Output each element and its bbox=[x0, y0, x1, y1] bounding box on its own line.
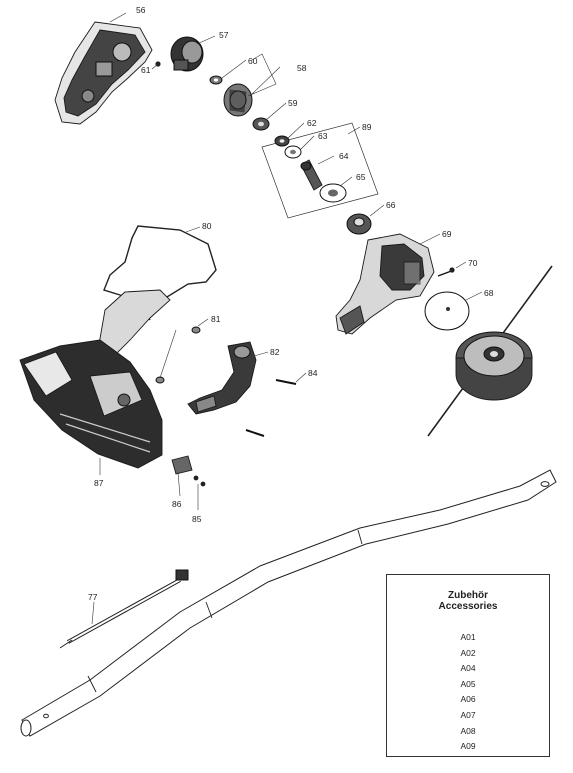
callout-60: 60 bbox=[248, 56, 258, 66]
accessory-item: A01 bbox=[460, 632, 476, 642]
callout-61: 61 bbox=[141, 65, 151, 75]
callout-69: 69 bbox=[442, 229, 452, 239]
callout-labels: 56 57 61 60 58 59 89 62 63 64 65 66 80 6… bbox=[88, 5, 494, 602]
part-70-screw bbox=[437, 267, 455, 277]
callout-59: 59 bbox=[288, 98, 298, 108]
accessories-title-en: Accessories bbox=[438, 601, 498, 612]
part-64-shaft bbox=[300, 159, 323, 191]
accessory-item: A08 bbox=[460, 725, 476, 736]
part-69-gear-housing bbox=[335, 233, 435, 335]
leader-lines bbox=[91, 12, 483, 625]
callout-89: 89 bbox=[362, 122, 372, 132]
part-57-motor bbox=[170, 36, 204, 72]
accessories-box: Zubehör Accessories A01 A02 A04 A05 A06 … bbox=[386, 574, 550, 757]
callout-84: 84 bbox=[308, 368, 318, 378]
accessories-title-de: Zubehör bbox=[448, 590, 488, 601]
part-59-bearing bbox=[252, 117, 270, 131]
callout-86: 86 bbox=[172, 499, 182, 509]
accessories-list: A01 A02 A04 A05 A06 A07 A08 A09 bbox=[387, 630, 549, 755]
callout-80: 80 bbox=[202, 221, 212, 231]
callout-70: 70 bbox=[468, 258, 478, 268]
part-56-motor-housing bbox=[54, 21, 153, 125]
callout-87: 87 bbox=[94, 478, 104, 488]
part-84-bolt bbox=[245, 379, 297, 437]
callout-81: 81 bbox=[211, 314, 221, 324]
part-87-guard bbox=[19, 289, 171, 469]
accessory-item: A09 bbox=[460, 741, 476, 752]
callout-65: 65 bbox=[356, 172, 366, 182]
main-shaft bbox=[20, 469, 557, 737]
callout-63: 63 bbox=[318, 131, 328, 141]
callout-66: 66 bbox=[386, 200, 396, 210]
part-86-bracket bbox=[171, 455, 193, 475]
callout-68: 68 bbox=[484, 288, 494, 298]
part-85-screw bbox=[193, 475, 206, 487]
accessory-item: A05 bbox=[460, 678, 476, 689]
part-68-cover-disk bbox=[424, 291, 470, 331]
part-60-washer bbox=[209, 75, 223, 85]
callout-85: 85 bbox=[192, 514, 202, 524]
part-66-nut bbox=[346, 213, 372, 235]
callout-64: 64 bbox=[339, 151, 349, 161]
accessory-item: A04 bbox=[460, 663, 476, 674]
part-89-kit-frame bbox=[261, 122, 379, 219]
callout-82: 82 bbox=[270, 347, 280, 357]
part-62-washer bbox=[274, 135, 290, 147]
part-82-clamp bbox=[187, 341, 257, 415]
accessory-item: A06 bbox=[460, 694, 476, 705]
part-63-washer bbox=[284, 145, 302, 159]
part-58-gear bbox=[223, 83, 253, 117]
part-65-washer bbox=[319, 183, 347, 203]
part-81-washer bbox=[191, 326, 201, 334]
callout-62: 62 bbox=[307, 118, 317, 128]
part-77-wire-harness bbox=[59, 569, 189, 649]
callout-58: 58 bbox=[297, 63, 307, 73]
guard-washer bbox=[155, 376, 165, 384]
accessory-item: A02 bbox=[460, 647, 476, 658]
callout-77: 77 bbox=[88, 592, 98, 602]
spool-head bbox=[427, 265, 553, 437]
callout-56: 56 bbox=[136, 5, 146, 15]
accessory-item: A07 bbox=[460, 709, 476, 720]
callout-57: 57 bbox=[219, 30, 229, 40]
part-80-wire-bracket bbox=[103, 225, 217, 321]
